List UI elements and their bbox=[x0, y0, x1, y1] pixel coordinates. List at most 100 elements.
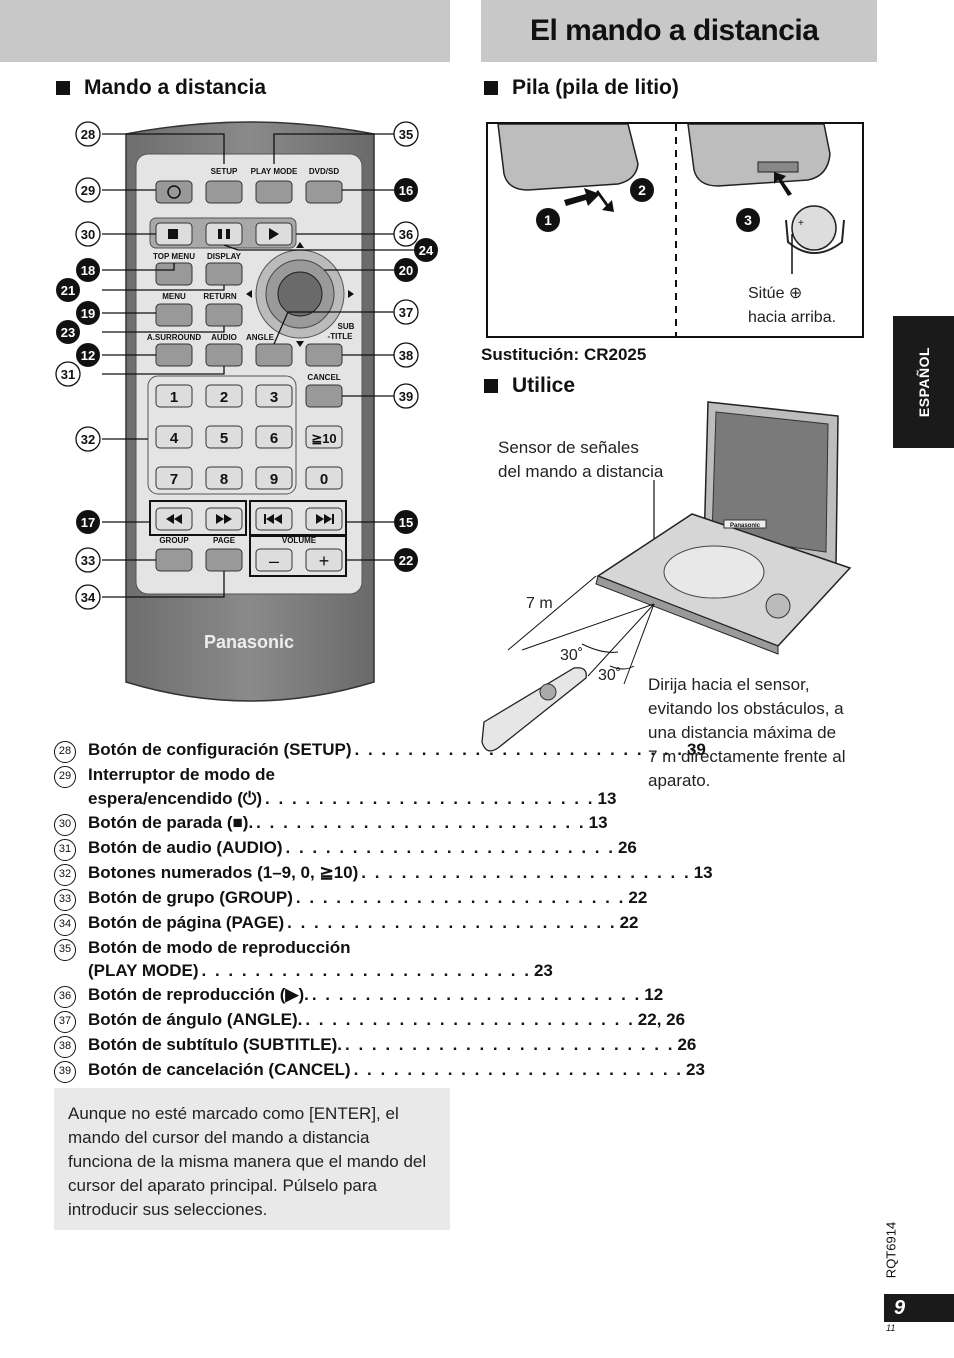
callout-left-12: 34 bbox=[81, 590, 96, 605]
label-setup: SETUP bbox=[211, 167, 238, 176]
square-bullet-icon bbox=[56, 81, 70, 95]
power-button[interactable] bbox=[155, 180, 193, 204]
label-volume: VOLUME bbox=[282, 536, 317, 545]
language-tab: ESPAÑOL bbox=[893, 316, 954, 448]
section-use-title: Utilice bbox=[512, 374, 576, 397]
list-page: 23 bbox=[533, 961, 553, 981]
enter-knob[interactable] bbox=[277, 271, 323, 317]
rewind-icon bbox=[166, 514, 182, 524]
num-label-6: 6 bbox=[270, 430, 278, 447]
list-label: espera/encendido (⏻) bbox=[88, 788, 263, 808]
num-button-9[interactable] bbox=[255, 466, 293, 490]
label-audio: AUDIO bbox=[211, 333, 237, 342]
angle-button[interactable] bbox=[255, 343, 293, 367]
list-page: 13 bbox=[597, 788, 617, 808]
callout-right-9: 22 bbox=[399, 553, 413, 568]
num-label-7: 7 bbox=[170, 471, 178, 488]
num-label-5: 5 bbox=[220, 430, 228, 447]
callout-left-11: 33 bbox=[81, 553, 95, 568]
return-button[interactable] bbox=[205, 303, 243, 327]
play-icon bbox=[269, 228, 279, 240]
num-button-3[interactable] bbox=[255, 384, 293, 408]
callout-left-6: 23 bbox=[61, 325, 75, 340]
list-number: 30 bbox=[54, 813, 76, 836]
label-angle: ANGLE bbox=[246, 333, 275, 342]
volume-plus-label: + bbox=[319, 551, 330, 571]
brand-logo: Panasonic bbox=[204, 632, 294, 652]
callout-right-1: 16 bbox=[399, 183, 413, 198]
num-button-ge10[interactable] bbox=[305, 425, 343, 449]
callout-left-7: 12 bbox=[81, 348, 95, 363]
list-page: 13 bbox=[588, 812, 608, 832]
page-button[interactable] bbox=[205, 548, 243, 572]
list-number: 36 bbox=[54, 986, 76, 1009]
list-line: Botón de modo de reproducción bbox=[88, 937, 351, 957]
section-battery-heading: Pila (pila de litio) bbox=[484, 76, 679, 100]
page-number-small: 11 bbox=[886, 1323, 896, 1333]
list-number: 29 bbox=[54, 766, 76, 788]
stop-icon bbox=[168, 229, 178, 239]
doc-code-label: RQT6914 bbox=[883, 1221, 899, 1279]
num-button-7[interactable] bbox=[155, 466, 193, 490]
dvd-sd-button[interactable] bbox=[305, 180, 343, 204]
a-surround-button[interactable] bbox=[155, 343, 193, 367]
battery-hint-line-1: Sitúe ⊕ bbox=[748, 285, 803, 302]
audio-button[interactable] bbox=[205, 343, 243, 367]
list-label: Botón de grupo (GROUP) bbox=[88, 887, 293, 907]
square-bullet-icon bbox=[484, 379, 498, 393]
list-page: 23 bbox=[686, 1060, 705, 1080]
label-top-menu: TOP MENU bbox=[153, 252, 195, 261]
small-remote-icon bbox=[481, 667, 587, 752]
battery-step-3: 3 bbox=[744, 212, 752, 228]
num-label-1: 1 bbox=[170, 389, 178, 406]
fast-forward-icon bbox=[216, 514, 232, 524]
callout-left-5: 19 bbox=[81, 306, 95, 321]
group-button[interactable] bbox=[155, 548, 193, 572]
cancel-button[interactable] bbox=[305, 384, 343, 408]
label-menu: MENU bbox=[162, 292, 186, 301]
volume-down-button[interactable] bbox=[255, 548, 293, 572]
display-button[interactable] bbox=[205, 262, 243, 286]
doc-code: RQT6914 bbox=[876, 1222, 906, 1278]
sensor-label-line-2: del mando a distancia bbox=[498, 462, 664, 481]
usage-illustration: Panasonic 7 m 30˚ 30˚ bbox=[481, 401, 852, 752]
section-remote-heading: Mando a distancia bbox=[56, 76, 266, 100]
battery-figure: 1 2 3 + Sitúe ⊕ hacia arriba. bbox=[486, 122, 864, 338]
page-number: 9 bbox=[884, 1294, 954, 1322]
num-button-2[interactable] bbox=[205, 384, 243, 408]
num-button-8[interactable] bbox=[205, 466, 243, 490]
pause-button[interactable] bbox=[205, 222, 243, 246]
list-number: 32 bbox=[54, 863, 76, 886]
play-mode-button[interactable] bbox=[255, 180, 293, 204]
volume-up-button[interactable] bbox=[305, 548, 343, 572]
callout-left-4: 21 bbox=[61, 283, 75, 298]
subtitle-button[interactable] bbox=[305, 343, 343, 367]
list-number: 33 bbox=[54, 888, 76, 911]
list-number: 28 bbox=[54, 741, 76, 763]
battery-replacement: Sustitución: CR2025 bbox=[481, 345, 647, 364]
num-button-5[interactable] bbox=[205, 425, 243, 449]
label-dvd-sd: DVD/SD bbox=[309, 167, 339, 176]
list-number: 35 bbox=[54, 938, 76, 961]
num-label-0: 0 bbox=[320, 471, 328, 488]
num-button-1[interactable] bbox=[155, 384, 193, 408]
instruction-line: 7 m directamente frente al bbox=[648, 747, 846, 766]
list-number: 34 bbox=[54, 913, 76, 936]
num-button-6[interactable] bbox=[255, 425, 293, 449]
num-button-0[interactable] bbox=[305, 466, 343, 490]
label-return: RETURN bbox=[203, 292, 237, 301]
callout-right-7: 39 bbox=[399, 389, 413, 404]
list-label: Botón de subtítulo (SUBTITLE). bbox=[88, 1035, 343, 1055]
setup-button[interactable] bbox=[205, 180, 243, 204]
instruction-line: evitando los obstáculos, a bbox=[648, 699, 844, 718]
list-page: 22, 26 bbox=[637, 1010, 686, 1030]
num-button-4[interactable] bbox=[155, 425, 193, 449]
callout-right-8: 15 bbox=[399, 515, 413, 530]
label-page: PAGE bbox=[213, 536, 236, 545]
list-label: Botón de configuración (SETUP) bbox=[88, 740, 352, 759]
callout-left-3: 18 bbox=[81, 263, 95, 278]
menu-button[interactable] bbox=[155, 303, 193, 327]
